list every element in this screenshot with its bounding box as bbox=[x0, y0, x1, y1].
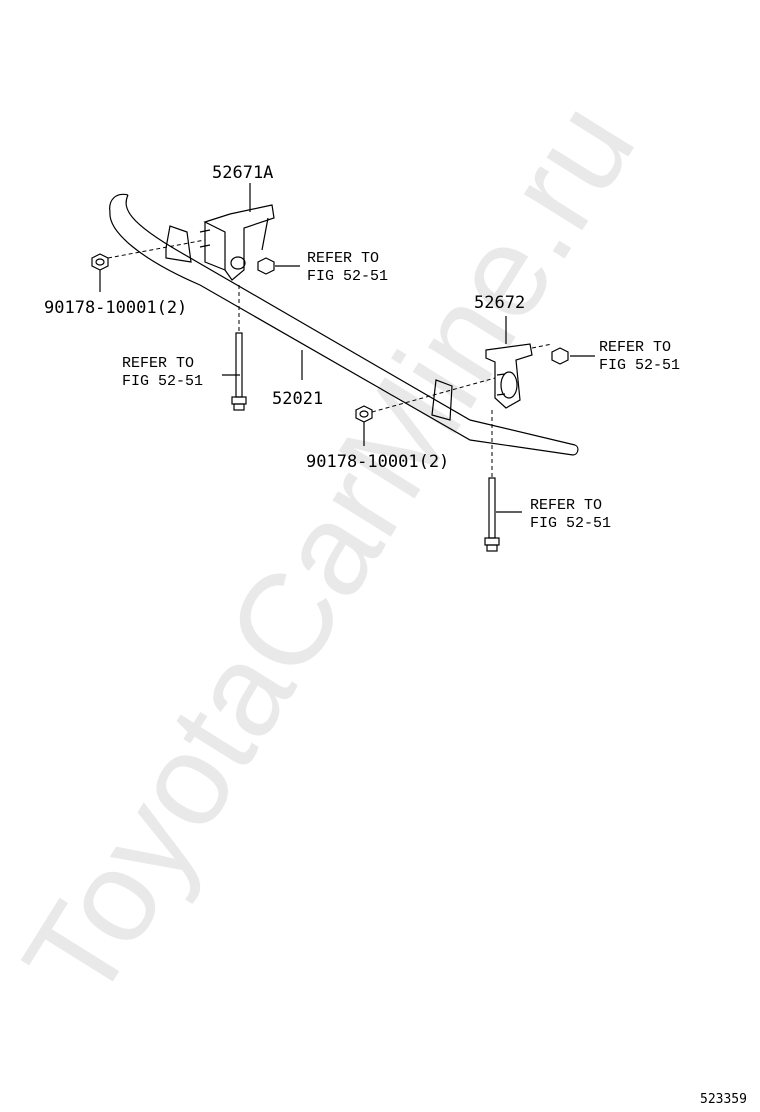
nut-right bbox=[355, 405, 373, 423]
ref-nut-upper-right-line2: FIG 52-51 bbox=[599, 357, 680, 374]
nut-left bbox=[91, 253, 109, 271]
ref-bolt-right-line1: REFER TO bbox=[530, 497, 602, 514]
ref-bolt-left-line1: REFER TO bbox=[122, 355, 194, 372]
ref-nut-upper-left-line1: REFER TO bbox=[307, 250, 379, 267]
crossmember-bar bbox=[109, 193, 579, 456]
ref-nut-upper-right-line1: REFER TO bbox=[599, 339, 671, 356]
part-label-nut-left: 90178-10001(2) bbox=[44, 298, 187, 318]
bracket-right bbox=[431, 343, 533, 421]
nut-upper-right bbox=[551, 347, 569, 365]
watermark: ToyotaCarMine.ru bbox=[0, 77, 662, 1024]
ref-bolt-left-line2: FIG 52-51 bbox=[122, 373, 203, 390]
leader-lines bbox=[99, 183, 595, 513]
assembly-lines bbox=[107, 239, 553, 478]
part-label-52021: 52021 bbox=[272, 389, 323, 409]
bracket-left bbox=[165, 204, 275, 281]
bolt-left bbox=[231, 332, 247, 411]
ref-nut-upper-left-line2: FIG 52-51 bbox=[307, 268, 388, 285]
ref-bolt-right-line2: FIG 52-51 bbox=[530, 515, 611, 532]
part-label-52672: 52672 bbox=[474, 293, 525, 313]
nut-upper-left bbox=[257, 257, 275, 275]
diagram-id: 523359 bbox=[700, 1092, 747, 1107]
part-label-52671a: 52671A bbox=[212, 163, 273, 183]
bolt-right bbox=[484, 477, 500, 552]
part-label-nut-right: 90178-10001(2) bbox=[306, 452, 449, 472]
